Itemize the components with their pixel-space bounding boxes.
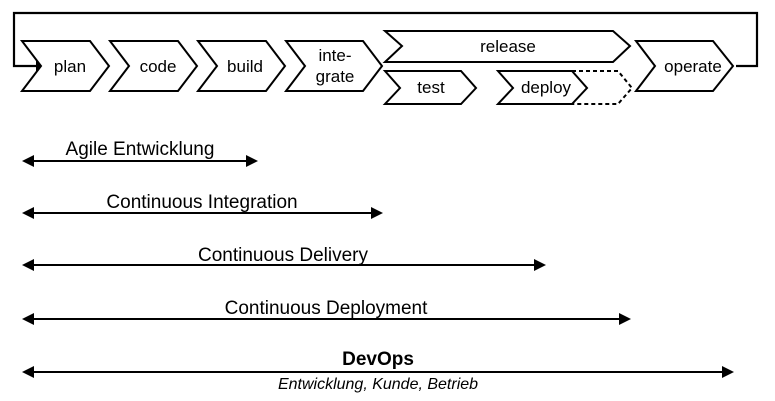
- range-devops-label: DevOps: [342, 349, 414, 370]
- stage-integrate-label-2: grate: [316, 67, 355, 86]
- range-devops-sublabel: Entwicklung, Kunde, Betrieb: [278, 376, 478, 393]
- stage-test-label: test: [417, 78, 445, 97]
- feedback-loop: [12, 11, 759, 68]
- stage-code-label: code: [140, 57, 177, 76]
- stage-deploy-label: deploy: [521, 78, 572, 97]
- stage-deploy: deploy: [495, 70, 634, 105]
- stage-integrate-label-1: inte-: [318, 46, 351, 65]
- stage-plan-label: plan: [54, 57, 86, 76]
- stage-build-label: build: [227, 57, 263, 76]
- range-ci: Continuous Integration: [22, 192, 383, 219]
- stage-code: code: [107, 40, 199, 92]
- range-agile-label: Agile Entwicklung: [66, 139, 215, 160]
- stage-integrate: inte- grate: [283, 40, 384, 92]
- range-cdelivery-label: Continuous Delivery: [198, 245, 369, 266]
- range-agile: Agile Entwicklung: [22, 139, 258, 167]
- stage-release-label: release: [480, 37, 536, 56]
- range-cdeployment-label: Continuous Deployment: [225, 298, 429, 319]
- range-cdeployment: Continuous Deployment: [22, 298, 631, 325]
- range-ci-label: Continuous Integration: [106, 192, 297, 213]
- stage-test: test: [382, 70, 478, 105]
- stage-build: build: [195, 40, 287, 92]
- range-cdelivery: Continuous Delivery: [22, 245, 546, 271]
- stage-plan: plan: [19, 40, 111, 92]
- stage-release: release: [382, 30, 632, 63]
- range-devops: DevOps Entwicklung, Kunde, Betrieb: [22, 349, 734, 393]
- stage-operate: operate: [633, 40, 735, 92]
- stage-operate-label: operate: [664, 57, 722, 76]
